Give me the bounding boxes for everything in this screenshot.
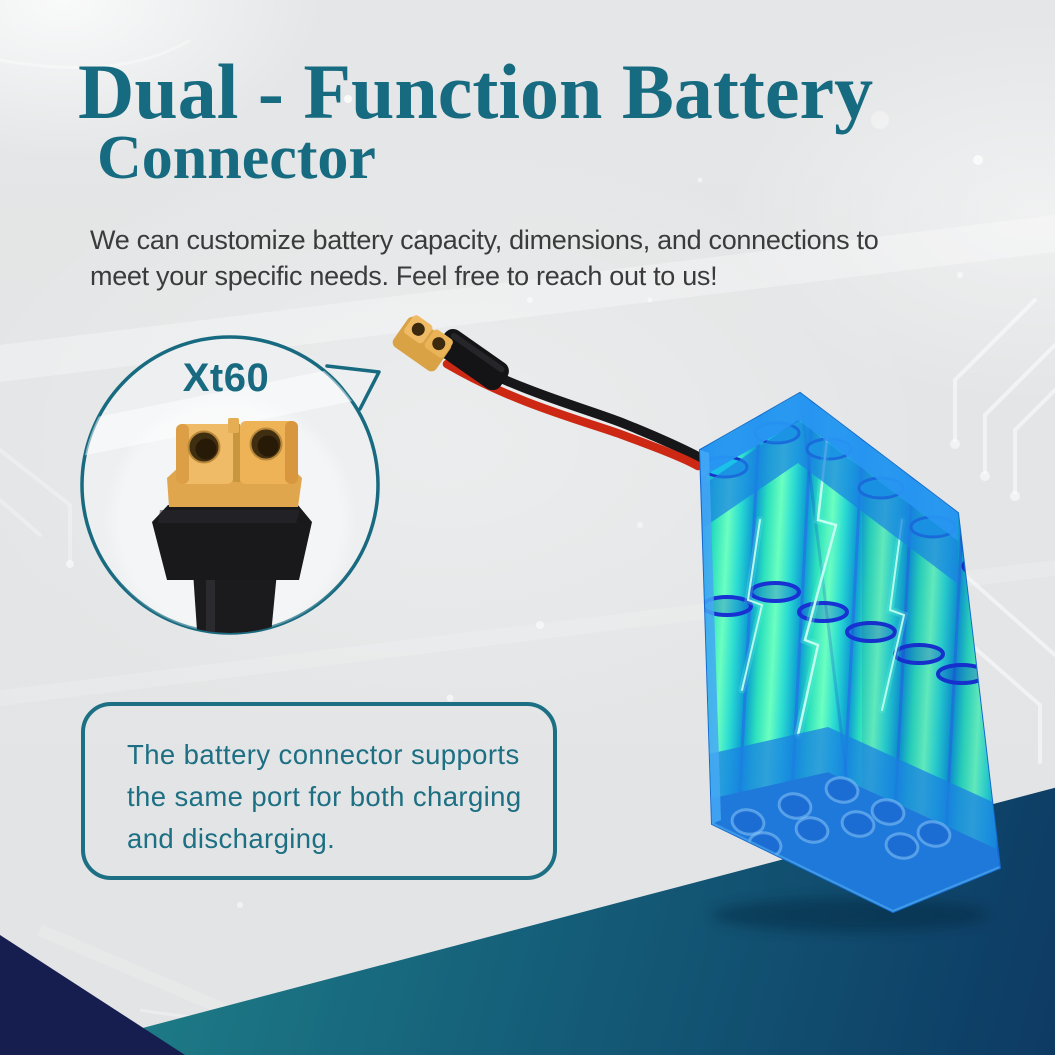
info-box-line3: and discharging. [127, 823, 336, 854]
subtitle-line1: We can customize battery capacity, dimen… [90, 225, 879, 255]
xt60-connector-photo [82, 360, 378, 633]
subtitle-line2: meet your specific needs. Feel free to r… [90, 261, 718, 291]
red-wire [442, 359, 703, 471]
callout-pointer-border [325, 364, 381, 411]
callout-label: Xt60 [182, 356, 270, 400]
pack-shadow [712, 898, 988, 932]
info-box: The battery connector supports the same … [81, 702, 557, 880]
lightning-effect [738, 426, 909, 739]
upper-strap [700, 420, 958, 584]
info-box-line1: The battery connector supports [127, 739, 520, 770]
subtitle: We can customize battery capacity, dimen… [90, 222, 879, 294]
info-box-line2: the same port for both charging [127, 781, 522, 812]
bottom-cell-imprints [730, 776, 952, 860]
xt60-plug [392, 315, 453, 372]
top-rim-band [700, 393, 958, 541]
pack-bottom-face [700, 772, 1000, 912]
left-rim-highlight [700, 450, 721, 824]
lower-strap [700, 727, 997, 849]
connector-callout [80, 335, 381, 635]
circuit-vias-icon [66, 439, 1020, 568]
wire-sleeve [436, 329, 509, 391]
xt60-pigtail-image [392, 315, 709, 471]
page-title-line2: Connector [97, 124, 376, 192]
callout-pointer [327, 366, 379, 409]
page-title-line1: Dual - Function Battery [78, 48, 874, 135]
battery-pack-image [698, 391, 1002, 932]
